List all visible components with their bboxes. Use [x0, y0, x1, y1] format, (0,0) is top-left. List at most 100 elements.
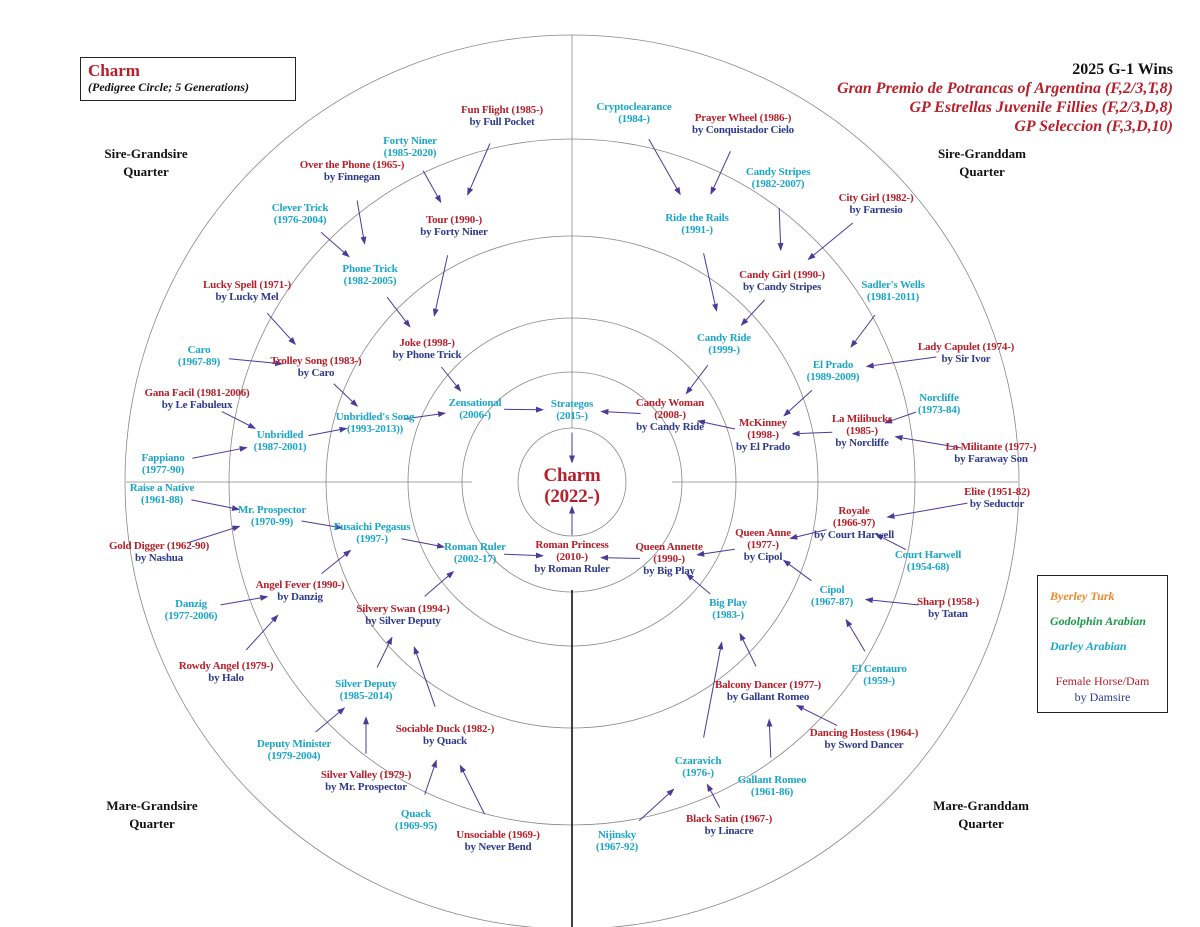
damsire: by Conquistador Cielo [692, 124, 794, 136]
horse-name: Gold Digger [108, 540, 165, 552]
quarter-label: Mare-Grandsire [106, 798, 198, 813]
legend: Byerley Turk Godolphin Arabian Darley Ar… [1037, 575, 1168, 713]
horse-courtHarwell: Court Harwell(1954-68) [895, 549, 961, 573]
horse-dates: (1985-2020) [383, 147, 437, 159]
horse-caro: Caro(1967-89) [178, 344, 220, 368]
horse-name: Deputy Minister [256, 738, 332, 750]
arrow-luckySpell-to-trolleySong [266, 312, 296, 345]
horse-dates: (1999-) [708, 344, 740, 356]
horse-name: Royale [838, 505, 870, 517]
horse-fappiano: Fappiano(1977-90) [141, 452, 184, 476]
horse-dates: (1962-90) [166, 540, 210, 552]
title-box: Charm (Pedigree Circle; 5 Generations) [80, 57, 296, 101]
arrow-laMilibucks-to-mckinney [791, 430, 833, 437]
horse-name: Charm [543, 465, 601, 486]
horse-silverDeputy: Silver Deputy(1985-2014) [335, 678, 397, 702]
arrow-tour-to-joke [432, 255, 449, 317]
damsire: by Never Bend [464, 841, 532, 853]
horse-name: Nijinsky [597, 829, 637, 841]
damsire: by Silver Deputy [365, 615, 441, 627]
horse-cipol: Cipol(1967-87) [811, 584, 853, 608]
horse-gallantRomeo: Gallant Romeo(1961-86) [738, 774, 807, 798]
horse-name: La Militante [945, 441, 1003, 453]
arrow-rowdyAngel-to-angelFever [245, 614, 279, 651]
horse-dates: (1977-) [1004, 441, 1037, 453]
horse-name: Candy Woman [635, 397, 705, 409]
horse-czaravich: Czaravich(1976-) [675, 755, 722, 779]
legend-godolphin-arabian: Godolphin Arabian [1050, 614, 1146, 628]
arrow-nijinsky-to-czaravich [638, 788, 675, 822]
arrow-candyRide-to-candyWoman [685, 364, 709, 395]
horse-dates: (1987-2001) [253, 441, 307, 453]
damsire: by Danzig [277, 591, 323, 603]
horse-dates: (1985-) [846, 425, 878, 437]
legend-darley-arabian: Darley Arabian [1050, 639, 1127, 653]
horse-dates: (1991-) [681, 224, 713, 236]
horse-dates: (1982-2007) [751, 178, 805, 190]
horse-dates: (2010-) [556, 551, 588, 563]
horse-name: Gallant Romeo [737, 774, 807, 786]
quarter-label: Sire-Granddam [938, 146, 1026, 161]
horse-name: Forty Niner [383, 135, 437, 147]
horse-dates: (1961-88) [140, 494, 184, 506]
quarter-label: Quarter [123, 164, 169, 179]
arrow-ladyCapulet-to-elPrado [865, 356, 937, 369]
horse-dates: (1990-) [653, 553, 685, 565]
horse-name: Candy Stripes [745, 166, 811, 178]
horse-quack: Quack(1969-95) [395, 808, 437, 832]
horse-dates: (1981-2011) [866, 291, 920, 303]
horse-name: Prayer Wheel [694, 112, 758, 124]
horse-romanRuler: Roman Ruler(2002-17) [444, 541, 506, 565]
horse-dates: (1998-) [423, 337, 455, 349]
horse-name: Joke [399, 337, 421, 349]
horse-funFlight: Fun Flight (1985-)by Full Pocket [461, 104, 543, 128]
horse-name: Queen Annette [635, 541, 703, 553]
quarter-label: Mare-Granddam [933, 798, 1029, 813]
arrow-mckinney-to-candyWoman [696, 419, 736, 430]
horse-cleverTrick: Clever Trick(1976-2004) [272, 202, 329, 226]
damsire: by Sir Ivor [941, 353, 991, 365]
horse-name: Unsociable [456, 829, 506, 841]
horse-dates: (1959-) [863, 675, 895, 687]
arrow-queenAnnette-to-romanPrincess [600, 554, 640, 561]
arrow-gallantRomeo-to-balconyDancer [766, 718, 773, 758]
arrow-queenAnne-to-queenAnnette [696, 548, 735, 557]
arrow-balconyDancer-to-bigPlay [739, 632, 757, 667]
damsire: by Linacre [704, 825, 754, 837]
horse-dates: (1965-) [372, 159, 405, 171]
damsire: by Roman Ruler [534, 563, 610, 575]
horse-name: Phone Trick [342, 263, 398, 275]
horse-name: Balcony Dancer [714, 679, 787, 691]
arrow-elCentauro-to-cipol [845, 618, 866, 652]
horse-dates: (1981-2006) [196, 387, 250, 399]
horse-name: Fappiano [141, 452, 185, 464]
arrow-phoneTrick-to-joke [386, 296, 411, 328]
horse-dates: (1994-) [418, 603, 450, 615]
horse-name: Zensational [448, 397, 502, 409]
horse-name: Fun Flight [461, 104, 509, 116]
damsire: by Court Harwell [814, 529, 894, 541]
horse-dates: (1979-) [241, 660, 274, 672]
damsire: by Quack [423, 735, 467, 747]
arrow-candyGirl-to-candyRide [740, 299, 765, 326]
horse-dates: (1984-) [618, 113, 650, 125]
horse-mrProspector: Mr. Prospector(1970-99) [238, 504, 306, 528]
arrow-norcliffe-to-laMilibucks [884, 411, 917, 424]
horse-raiseANative: Raise a Native(1961-88) [130, 482, 195, 506]
arrow-cipol-to-queenAnne [782, 559, 812, 582]
horse-dates: (1989-2009) [806, 371, 860, 383]
horse-danzig: Danzig(1977-2006) [165, 598, 218, 622]
horse-name: El Prado [812, 359, 854, 371]
horse-romanPrincess: Roman Princess(2010-)by Roman Ruler [534, 539, 610, 575]
horse-name: Roman Ruler [444, 541, 506, 553]
horse-luckySpell: Lucky Spell (1971-)by Lucky Mel [203, 279, 291, 303]
horse-name: Over the Phone [299, 159, 371, 171]
horse-dates: (2006-) [459, 409, 491, 421]
horse-name: Quack [400, 808, 432, 820]
horse-candyWoman: Candy Woman(2008-)by Candy Ride [636, 397, 704, 433]
horse-name: Roman Princess [535, 539, 609, 551]
horse-name: Big Play [709, 597, 747, 609]
horse-overThePhone: Over the Phone (1965-)by Finnegan [299, 159, 405, 183]
